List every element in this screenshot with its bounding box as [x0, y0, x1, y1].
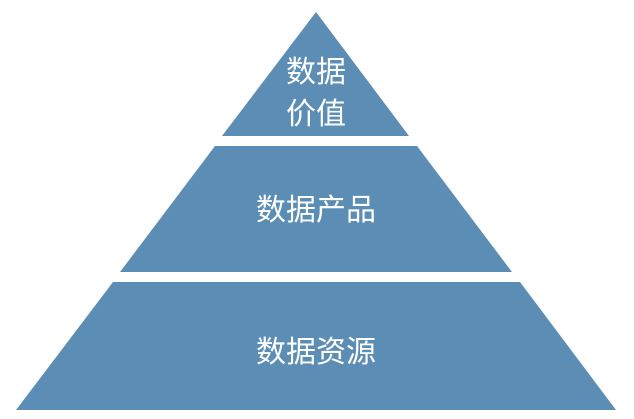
pyramid-tier-bottom — [16, 282, 616, 410]
pyramid-tier-middle — [120, 146, 512, 272]
tier-bottom-label: 数据资源 — [256, 335, 376, 370]
tier-middle-label: 数据产品 — [256, 193, 376, 228]
pyramid-tier-top — [222, 12, 409, 136]
tier-top-label-line-2: 价值 — [286, 97, 346, 132]
tier-top-label-line-1: 数据 — [286, 55, 346, 90]
